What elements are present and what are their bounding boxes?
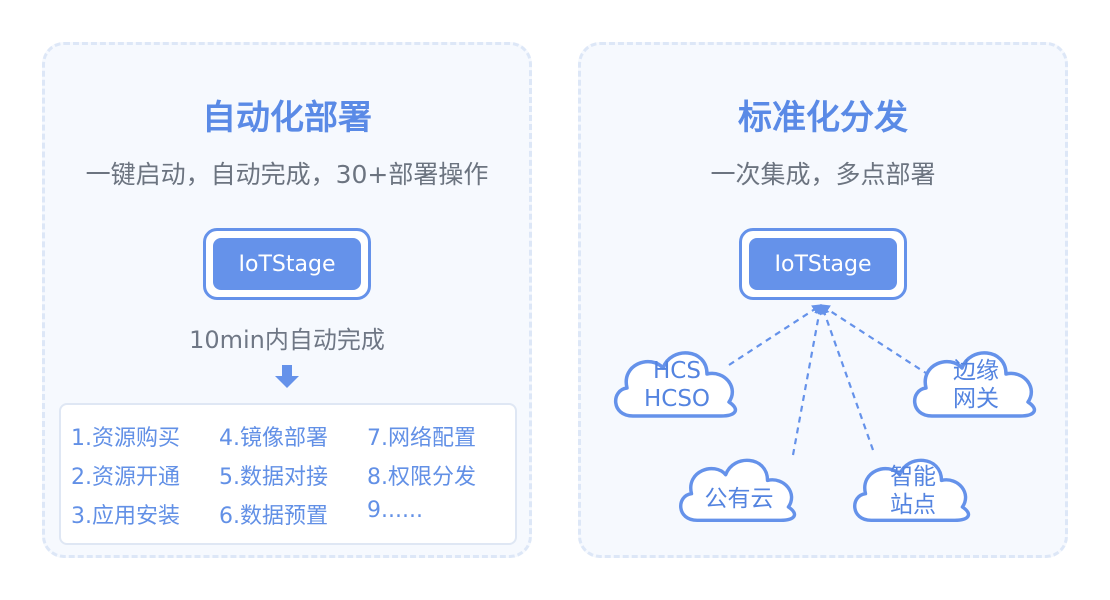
list-item: 4.镜像部署 <box>219 426 328 451</box>
iotstage-box: IoTStage <box>203 228 371 300</box>
list-item: 2.资源开通 <box>71 465 180 490</box>
panel-title: 自动化部署 <box>202 98 372 138</box>
panel-subtitle: 一键启动，自动完成，30+部署操作 <box>85 160 489 189</box>
iotstage-label: IoTStage <box>213 238 361 290</box>
list-item: 8.权限分发 <box>367 465 476 490</box>
list-item: 9...... <box>367 498 423 523</box>
list-item: 3.应用安装 <box>71 504 180 529</box>
panel-title: 标准化分发 <box>738 98 908 138</box>
deploy-time-note: 10min内自动完成 <box>189 326 385 354</box>
list-item: 5.数据对接 <box>219 465 328 490</box>
panel-subtitle: 一次集成，多点部署 <box>710 160 936 189</box>
connector-hcs <box>728 304 823 366</box>
iotstage-box: IoTStage <box>739 228 907 300</box>
cloud-edge-label: 边缘 网关 <box>953 358 999 412</box>
list-item: 1.资源购买 <box>71 426 180 451</box>
list-item: 6.数据预置 <box>219 504 328 529</box>
connector-edge <box>819 304 930 376</box>
deployment-steps-list: 1.资源购买 4.镜像部署 7.网络配置 2.资源开通 5.数据对接 8.权限分… <box>59 403 517 545</box>
automated-deployment-panel: 自动化部署 一键启动，自动完成，30+部署操作 IoTStage 10min内自… <box>42 42 532 558</box>
connector-public <box>791 304 825 456</box>
arrow-down-icon <box>275 365 299 388</box>
standard-distribution-panel: 标准化分发 一次集成，多点部署 IoTStage H <box>578 42 1068 558</box>
cloud-public-label: 公有云 <box>704 486 774 512</box>
iotstage-label: IoTStage <box>749 238 897 290</box>
cloud-hcs-label: HCS HCSO <box>643 358 711 412</box>
cloud-site-label: 智能 站点 <box>890 464 936 518</box>
list-item: 7.网络配置 <box>367 426 476 451</box>
connector-site <box>819 304 875 451</box>
distribution-diagram <box>613 304 1037 523</box>
